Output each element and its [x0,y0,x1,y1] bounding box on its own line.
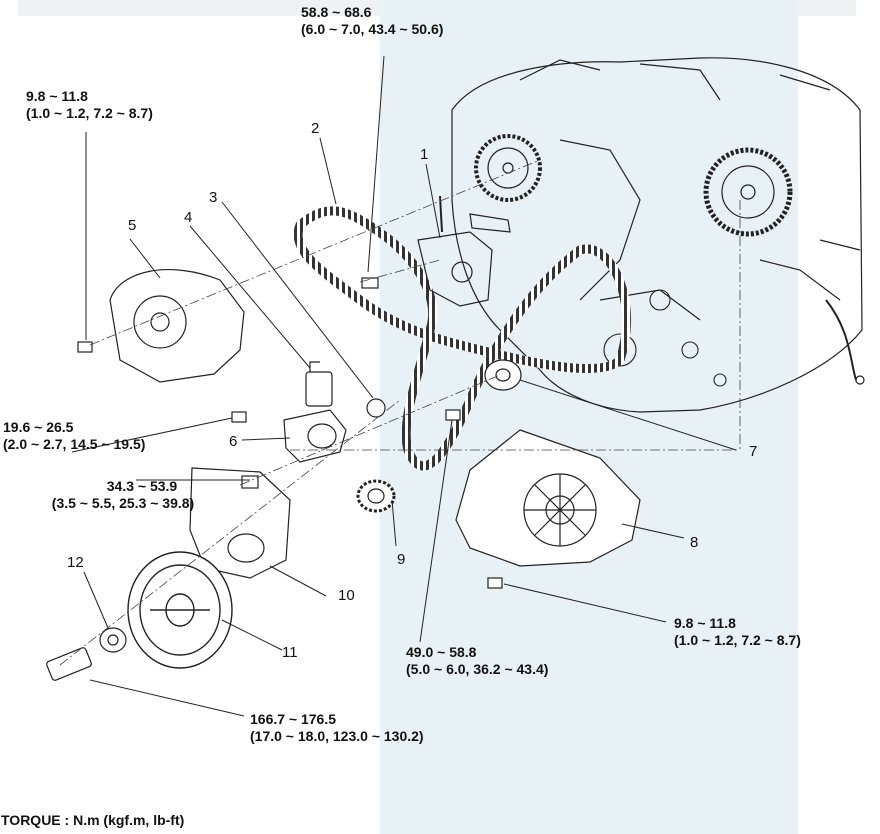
torque-spec-crank-bolt: 166.7 ~ 176.5 (17.0 ~ 18.0, 123.0 ~ 130.… [250,711,424,745]
torque-value: 19.6 ~ 26.5 [3,419,74,435]
callout-6: 6 [229,433,238,450]
upper-timing-cover [109,269,245,383]
tensioner-spacer [366,398,386,418]
crank-bolt [46,647,92,681]
torque-value-alt-units: (6.0 ~ 7.0, 43.4 ~ 50.6) [301,21,444,37]
cam-sprocket-right [703,147,793,237]
callout-5: 5 [128,217,137,234]
torque-value-alt-units: (1.0 ~ 1.2, 7.2 ~ 8.7) [26,105,153,121]
callout-2: 2 [311,120,320,137]
lower-timing-cover [455,429,641,567]
torque-value: 49.0 ~ 58.8 [406,644,477,660]
callout-9: 9 [397,551,406,568]
callout-8: 8 [690,534,699,551]
tensioner-bracket [417,195,511,307]
torque-value: 58.8 ~ 68.6 [301,4,372,20]
torque-spec-mid-left-b: 34.3 ~ 53.9 (3.5 ~ 5.5, 25.3 ~ 39.8) [3,478,243,512]
assembly-axes [59,159,741,666]
torque-value-alt-units: (2.0 ~ 2.7, 14.5 ~ 19.5) [3,436,146,452]
water-pump-area [603,289,727,387]
torque-value: 34.3 ~ 53.9 [106,478,178,494]
crank-washer [99,627,127,653]
lower-left-cover [189,467,291,579]
torque-spec-bottom-right: 9.8 ~ 11.8 (1.0 ~ 1.2, 7.2 ~ 8.7) [674,615,801,649]
callout-1: 1 [420,146,429,163]
tensioner-arm [283,409,347,463]
torque-value-alt-units: (17.0 ~ 18.0, 123.0 ~ 130.2) [250,728,424,744]
callout-12: 12 [67,554,84,571]
auto-tensioner [305,361,333,407]
leader-lines [71,55,737,717]
torque-units-note: TORQUE : N.m (kgf.m, lb-ft) [1,812,185,828]
crankshaft-pulley [127,551,233,669]
torque-spec-top-left: 9.8 ~ 11.8 (1.0 ~ 1.2, 7.2 ~ 8.7) [26,88,153,122]
torque-value: 166.7 ~ 176.5 [250,711,337,727]
torque-value: 9.8 ~ 11.8 [674,615,736,631]
torque-value: 9.8 ~ 11.8 [26,88,88,104]
torque-value-alt-units: (3.5 ~ 5.5, 25.3 ~ 39.8) [51,495,195,511]
torque-spec-top-center: 58.8 ~ 68.6 (6.0 ~ 7.0, 43.4 ~ 50.6) [301,4,443,38]
torque-value-alt-units: (5.0 ~ 6.0, 36.2 ~ 43.4) [406,661,549,677]
callout-4: 4 [184,209,193,226]
callout-3: 3 [209,189,218,206]
cam-sprocket-left [474,134,542,202]
torque-value-alt-units: (1.0 ~ 1.2, 7.2 ~ 8.7) [674,632,801,648]
torque-spec-mid-left-a: 19.6 ~ 26.5 (2.0 ~ 2.7, 14.5 ~ 19.5) [3,419,145,453]
torque-spec-bottom-center: 49.0 ~ 58.8 (5.0 ~ 6.0, 36.2 ~ 43.4) [406,644,548,678]
callout-11: 11 [282,644,298,661]
callout-7: 7 [749,443,758,460]
crankshaft-sprocket [356,479,396,513]
timing-belt [293,206,631,471]
callout-10: 10 [338,587,355,604]
idler-pulley [484,359,522,391]
fastener-bolts [77,277,503,589]
